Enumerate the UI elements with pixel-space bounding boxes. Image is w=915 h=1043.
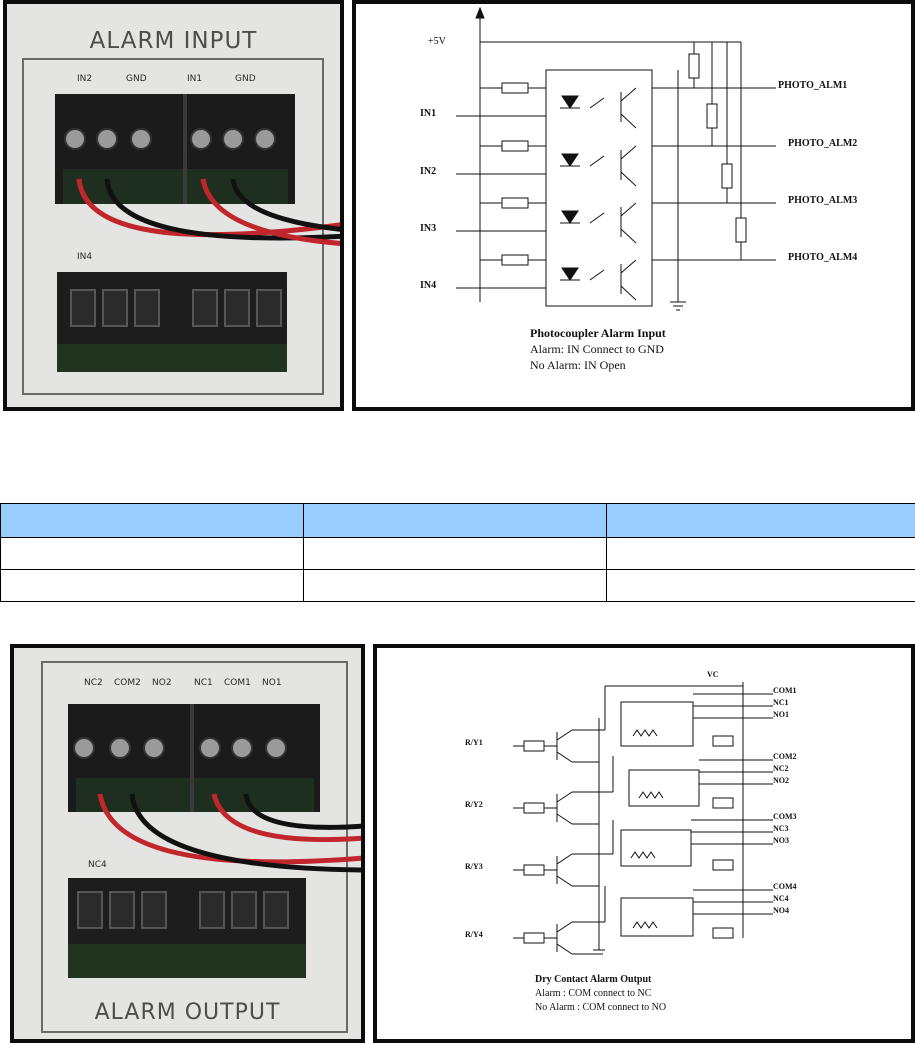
- alarm-output-photo-drawing: [14, 648, 361, 1039]
- pin-label-no2: NO2: [152, 678, 172, 688]
- contact-label-nc3: NC3: [773, 824, 789, 833]
- alarm-output-plate-label: ALARM OUTPUT: [94, 1000, 281, 1025]
- contact-label-no3: NO3: [773, 836, 789, 845]
- photocoupler-circuit: [456, 6, 776, 311]
- relay-channels: [513, 685, 773, 955]
- table-row: [0, 537, 915, 570]
- table-cell: [0, 569, 304, 602]
- table-header-cell: [0, 503, 304, 538]
- contact-label-nc2: NC2: [773, 764, 789, 773]
- output-label-photo-alm1: PHOTO_ALM1: [778, 80, 848, 91]
- output-label-photo-alm4: PHOTO_ALM4: [788, 252, 858, 263]
- dry-contact-circuit: [513, 682, 773, 955]
- dry-contact-caption-no-alarm: No Alarm : COM connect to NO: [535, 1002, 667, 1013]
- supply-label: +5V: [428, 36, 446, 47]
- pin-label-nc2: NC2: [84, 678, 103, 688]
- dry-contact-caption-title: Dry Contact Alarm Output: [535, 974, 652, 985]
- output-label-photo-alm2: PHOTO_ALM2: [788, 138, 858, 149]
- input-label-in3: IN3: [420, 223, 437, 234]
- contact-label-com2: COM2: [773, 752, 797, 761]
- table-header-cell: [606, 503, 915, 538]
- contact-label-com3: COM3: [773, 812, 797, 821]
- relay-input-label-ry1: R/Y1: [465, 738, 483, 747]
- contact-label-no1: NO1: [773, 710, 789, 719]
- table-row: [0, 569, 915, 602]
- spec-table: [0, 503, 915, 602]
- pin-label-gnd: GND: [126, 74, 147, 84]
- contact-label-no2: NO2: [773, 776, 789, 785]
- photocoupler-caption-title: Photocoupler Alarm Input: [530, 326, 666, 340]
- contact-label-no4: NO4: [773, 906, 789, 915]
- alarm-input-photo: ALARM INPUT IN2 GND IN1 GND IN4: [3, 0, 344, 411]
- table-header-cell: [303, 503, 607, 538]
- table-cell: [303, 569, 607, 602]
- contact-label-nc4: NC4: [773, 894, 789, 903]
- photocoupler-caption-no-alarm: No Alarm: IN Open: [530, 358, 626, 372]
- table-cell: [303, 537, 607, 570]
- contact-label-com4: COM4: [773, 882, 797, 891]
- pin-label-in4: IN4: [77, 252, 93, 262]
- output-label-photo-alm3: PHOTO_ALM3: [788, 195, 858, 206]
- alarm-output-photo: NC2 COM2 NO2 NC1 COM1 NO1 NC4 ALARM OUTP…: [10, 644, 365, 1043]
- pin-label-com2: COM2: [114, 678, 141, 688]
- photocoupler-caption-alarm: Alarm: IN Connect to GND: [530, 342, 664, 356]
- relay-input-label-ry3: R/Y3: [465, 862, 483, 871]
- input-label-in4: IN4: [420, 280, 437, 291]
- dry-contact-caption-alarm: Alarm : COM connect to NC: [535, 988, 652, 999]
- pin-label-com1: COM1: [224, 678, 251, 688]
- photocoupler-schematic: +5V IN1 IN2 IN3 IN4 PHOTO_ALM1 PHOTO_ALM…: [352, 0, 915, 411]
- pin-label-in1: IN1: [187, 74, 203, 84]
- photocoupler-channels: [456, 82, 637, 301]
- relay-input-label-ry2: R/Y2: [465, 800, 483, 809]
- pin-label-gnd: GND: [235, 74, 256, 84]
- table-cell: [606, 537, 915, 570]
- contact-label-nc1: NC1: [773, 698, 789, 707]
- alarm-input-plate-label: ALARM INPUT: [89, 28, 258, 54]
- pin-label-in2: IN2: [77, 74, 93, 84]
- relay-input-label-ry4: R/Y4: [465, 930, 483, 939]
- pin-label-nc4: NC4: [88, 860, 107, 870]
- table-cell: [606, 569, 915, 602]
- pin-label-nc1: NC1: [194, 678, 213, 688]
- table-header-row: [0, 503, 915, 538]
- pin-label-no1: NO1: [262, 678, 282, 688]
- alarm-input-photo-drawing: [7, 4, 340, 407]
- input-label-in1: IN1: [420, 108, 437, 119]
- vc-label: VC: [707, 670, 719, 679]
- contact-label-com1: COM1: [773, 686, 797, 695]
- dry-contact-schematic: VC R/Y1 R/Y2 R/Y3 R/Y4 COM1 NC1 NO1 COM2…: [373, 644, 915, 1043]
- input-label-in2: IN2: [420, 166, 437, 177]
- table-cell: [0, 537, 304, 570]
